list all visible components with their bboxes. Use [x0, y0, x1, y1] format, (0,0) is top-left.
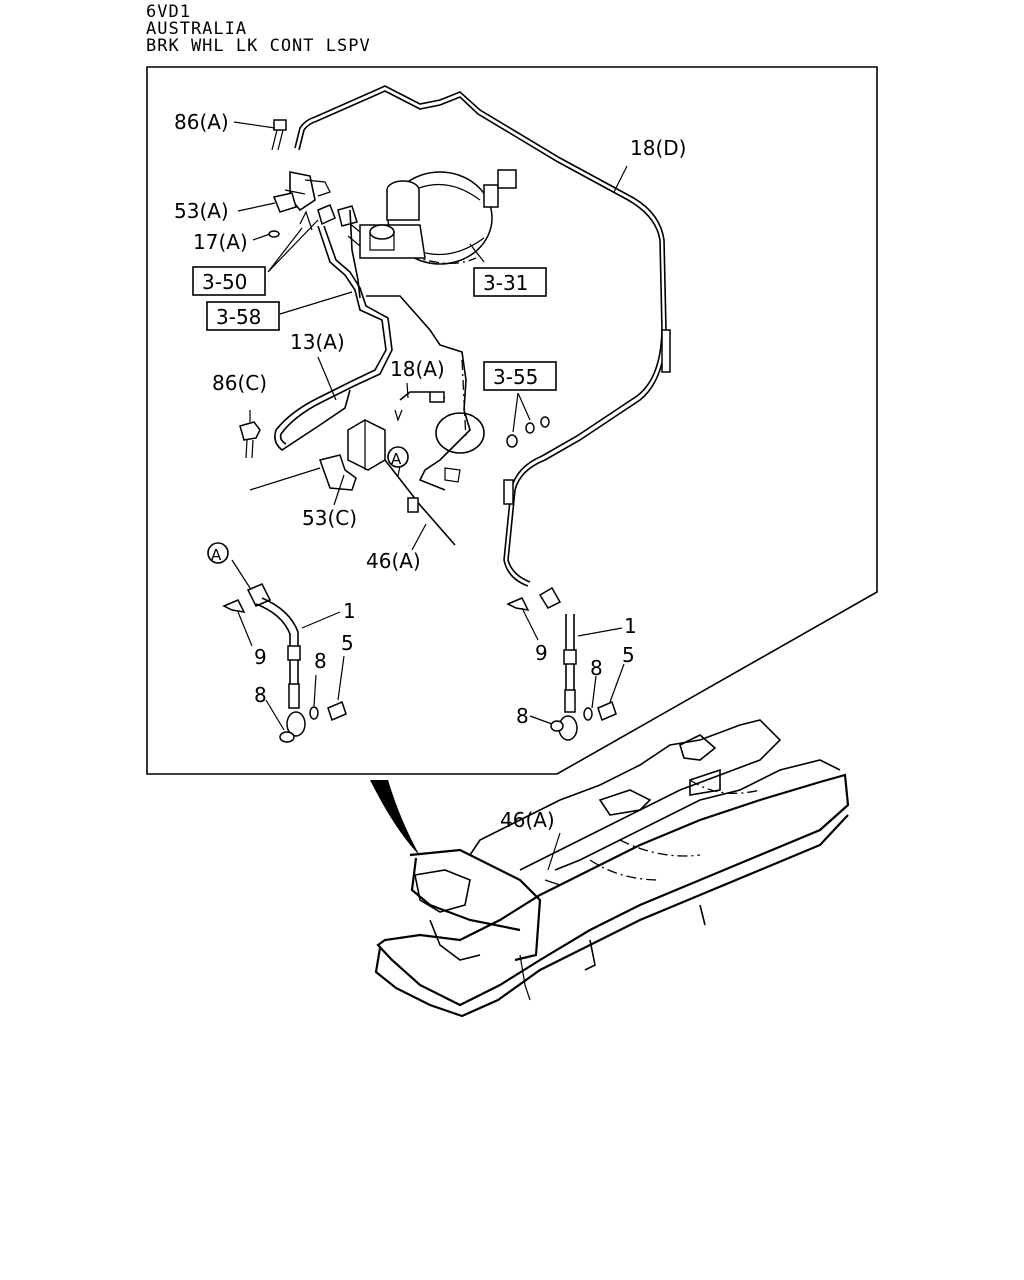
label-53c: 53(C)	[302, 506, 357, 530]
ref-label-3-50: 3-50	[202, 270, 247, 294]
label-18d: 18(D)	[630, 136, 686, 160]
region-label: AUSTRALIA	[146, 19, 248, 39]
ref-box-3-31[interactable]	[473, 267, 547, 297]
master-cylinder	[347, 180, 426, 259]
lspv-bracket	[268, 171, 358, 238]
ref-label-3-31: 3-31	[483, 271, 528, 295]
left-brake-hose	[222, 583, 347, 743]
bolt-86a	[271, 119, 287, 151]
ref-box-3-58[interactable]	[206, 301, 280, 331]
ref-box-3-55[interactable]	[483, 361, 557, 391]
label-5-left: 5	[341, 631, 354, 655]
circle-marker-a2	[207, 542, 229, 564]
label-86c: 86(C)	[212, 371, 267, 395]
circle-marker-a1	[387, 446, 409, 468]
label-5-right: 5	[622, 643, 635, 667]
label-18a: 18(A)	[390, 357, 445, 381]
label-8-right-a: 8	[590, 656, 603, 680]
label-46a: 46(A)	[366, 549, 421, 573]
vehicle-chassis	[374, 719, 850, 1018]
diagram-header: 6VD1 AUSTRALIA BRK WHL LK CONT LSPV	[146, 4, 371, 55]
fittings-3-55	[444, 416, 550, 483]
model-code: 6VD1	[146, 2, 191, 22]
label-8-right-b: 8	[516, 704, 529, 728]
ref-label-3-55: 3-55	[493, 365, 538, 389]
label-13a: 13(A)	[290, 330, 345, 354]
label-8-left-b: 8	[254, 683, 267, 707]
lspv-rod	[384, 459, 456, 546]
label-1-right: 1	[624, 614, 637, 638]
label-86a: 86(A)	[174, 110, 229, 134]
leader-lines	[231, 121, 628, 871]
svg-text:A: A	[211, 546, 222, 564]
section-title: BRK WHL LK CONT LSPV	[146, 36, 371, 56]
svg-text:A: A	[391, 450, 402, 468]
ref-box-3-50[interactable]	[192, 266, 266, 296]
ref-label-3-58: 3-58	[216, 305, 261, 329]
label-8-left-a: 8	[314, 649, 327, 673]
brake-line-rear	[366, 295, 471, 491]
label-9-left: 9	[254, 645, 267, 669]
lspv-valve	[319, 419, 386, 491]
label-46a-frame: 46(A)	[500, 808, 555, 832]
label-17a: 17(A)	[193, 230, 248, 254]
label-9-right: 9	[535, 641, 548, 665]
label-1-left: 1	[343, 599, 356, 623]
right-brake-hose	[506, 586, 617, 741]
inset-frame	[146, 66, 878, 775]
bolt-86c	[239, 421, 261, 459]
brake-line-13a	[274, 225, 387, 451]
pointer-wedge	[370, 780, 420, 856]
label-53a: 53(A)	[174, 199, 229, 223]
